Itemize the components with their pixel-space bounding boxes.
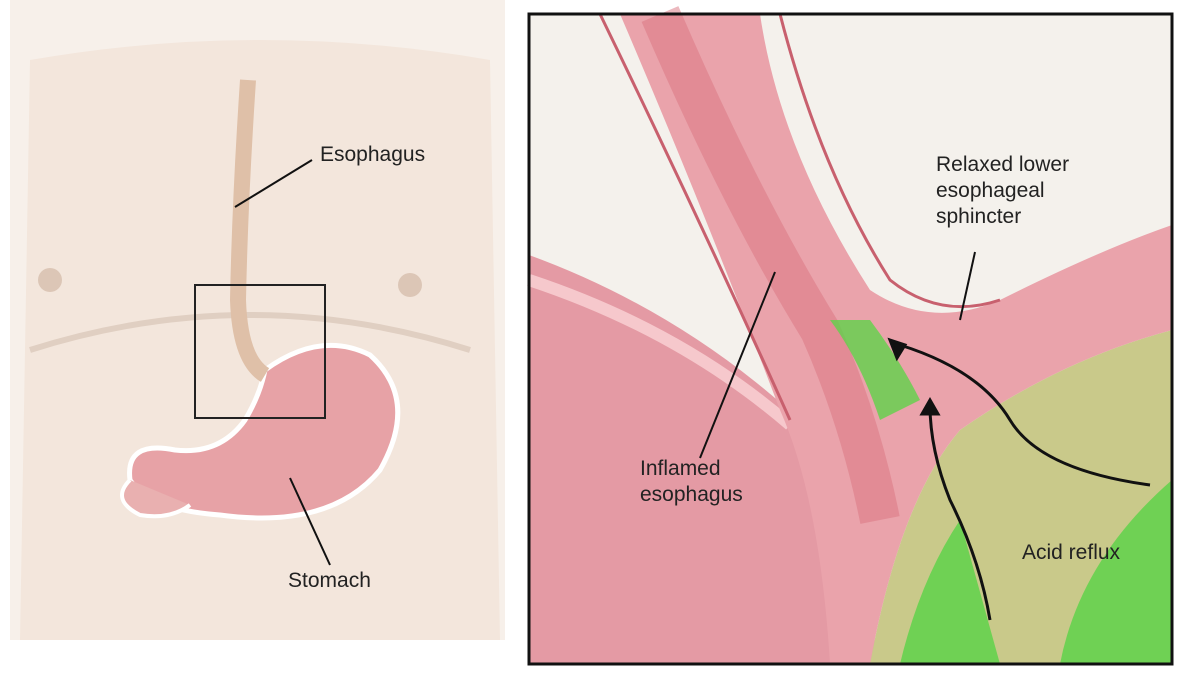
reflux-arrows: [887, 337, 1151, 621]
arrow-head-icon: [919, 396, 941, 416]
nipple-left: [38, 268, 62, 292]
label-esophagus: Esophagus: [320, 143, 426, 166]
label-inflamed-esophagus: Inflamed esophagus: [640, 456, 743, 508]
sphincter-pointer: [959, 251, 976, 321]
detail-panel: [527, 6, 1174, 666]
label-inflamed-line2: esophagus: [640, 483, 743, 506]
inflamed-pointer: [699, 271, 776, 459]
stomach-pointer: [289, 477, 331, 566]
stomach-left: [120, 342, 401, 521]
esophagus-detail: [620, 14, 1172, 664]
nipple-right: [398, 273, 422, 297]
esophagus-pointer: [234, 159, 313, 208]
label-sphincter: Relaxed lower esophageal sphincter: [936, 152, 1069, 230]
stomach-wall: [529, 255, 880, 664]
label-inflamed-line1: Inflamed: [640, 457, 721, 480]
label-sphincter-line2: esophageal: [936, 179, 1045, 202]
zoom-region-box: [194, 284, 326, 419]
acid-pool: [900, 480, 1172, 664]
label-stomach: Stomach: [288, 569, 371, 592]
label-sphincter-line3: sphincter: [936, 205, 1022, 228]
label-sphincter-line1: Relaxed lower: [936, 153, 1070, 176]
detail-frame: [527, 12, 1174, 666]
arrow-head-icon: [887, 337, 908, 362]
label-acid-reflux: Acid reflux: [1022, 541, 1121, 564]
esophagus-left: [229, 79, 270, 382]
torso-illustration: [10, 0, 505, 640]
